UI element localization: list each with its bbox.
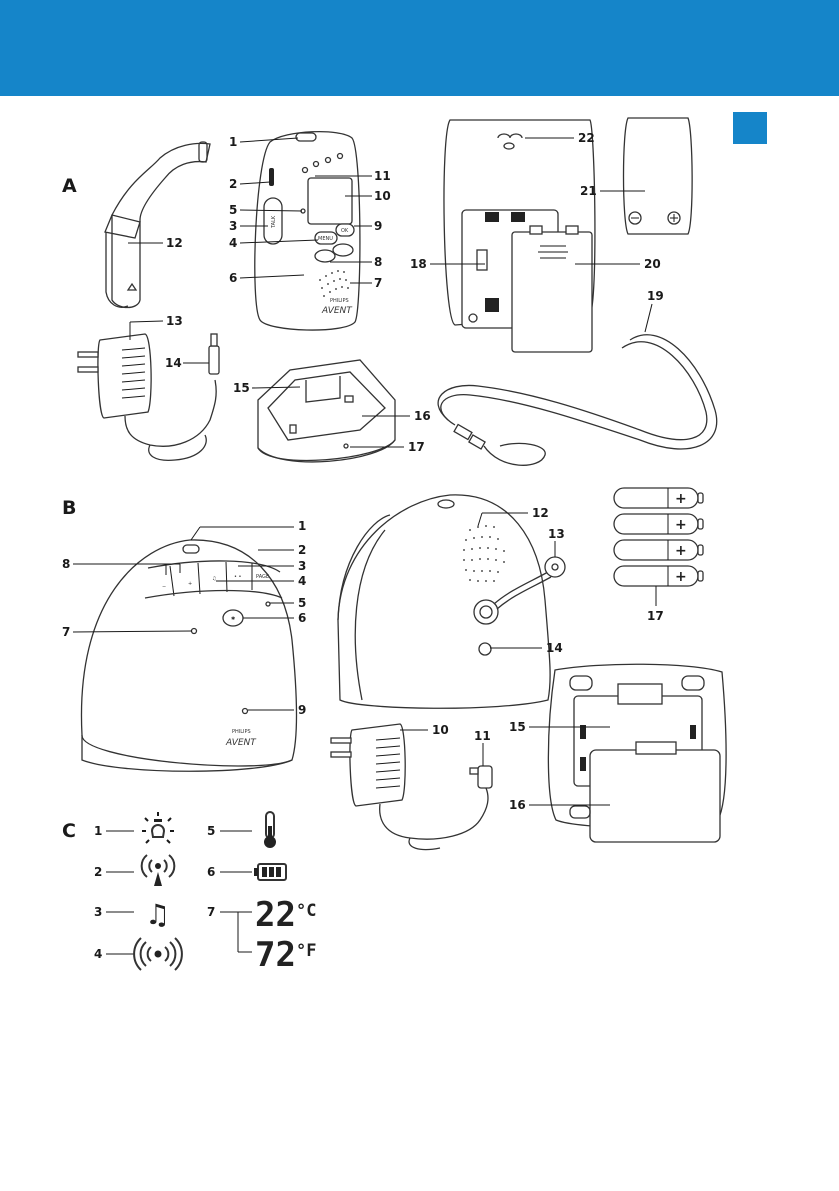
parent-unit-icon	[142, 855, 175, 886]
label-a-9: 9	[374, 219, 382, 233]
svg-text:+: +	[188, 581, 192, 587]
label-c-6: 6	[207, 865, 215, 879]
label-a-21: 21	[580, 184, 597, 198]
label-b-4: 4	[298, 574, 306, 588]
adapter-b-drawing	[331, 724, 492, 850]
svg-text:• •: • •	[234, 574, 242, 580]
label-a-11: 11	[374, 169, 391, 183]
label-a-2: 2	[229, 177, 237, 191]
parent-unit-drawing: TALK MENU OK PHILIPS AVENT	[255, 132, 360, 330]
label-a-12: 12	[166, 236, 183, 250]
baby-unit-icon	[134, 938, 182, 970]
label-c-4: 4	[94, 947, 102, 961]
label-a-5: 5	[229, 203, 237, 217]
battery-pack-drawing	[624, 118, 693, 234]
label-b-12: 12	[532, 506, 549, 520]
baby-brand-label: PHILIPS	[232, 729, 251, 735]
label-b-13: 13	[548, 527, 565, 541]
label-b-7: 7	[62, 625, 70, 639]
label-c-3: 3	[94, 905, 102, 919]
label-b-8: 8	[62, 557, 70, 571]
svg-text:−: −	[162, 584, 166, 590]
label-c-2: 2	[94, 865, 102, 879]
label-b-14: 14	[546, 641, 563, 655]
section-label-a: A	[62, 175, 77, 197]
label-a-1: 1	[229, 135, 237, 149]
fahrenheit-value: 72	[255, 935, 296, 975]
baby-logo: AVENT	[225, 738, 257, 748]
label-c-7: 7	[207, 905, 215, 919]
thermometer-icon	[264, 812, 276, 848]
label-b-11: 11	[474, 729, 491, 743]
label-b-1: 1	[298, 519, 306, 533]
label-a-13: 13	[166, 314, 183, 328]
label-a-20: 20	[644, 257, 661, 271]
label-b-2: 2	[298, 543, 306, 557]
label-b-15: 15	[509, 720, 526, 734]
label-a-22: 22	[578, 131, 595, 145]
label-a-15: 15	[233, 381, 250, 395]
baby-unit-back-drawing	[338, 495, 565, 708]
celsius-unit: °C	[296, 901, 316, 921]
label-a-19: 19	[647, 289, 664, 303]
label-a-16: 16	[414, 409, 431, 423]
belt-clip-drawing	[105, 142, 210, 308]
label-b-6: 6	[298, 611, 306, 625]
section-label-c: C	[62, 820, 76, 842]
legend-c: 1 2 3 ♫ 4	[94, 812, 316, 975]
lullaby-icon: ♫	[145, 898, 170, 931]
adapter-a-drawing	[78, 334, 219, 460]
lanyard-drawing	[438, 335, 717, 466]
label-b-17: 17	[647, 609, 664, 623]
battery-cover-drawing	[512, 226, 592, 352]
ok-button-label: OK	[341, 228, 349, 234]
label-a-10: 10	[374, 189, 391, 203]
label-a-7: 7	[374, 276, 382, 290]
svg-text:♫: ♫	[212, 576, 216, 582]
parent-brand-label: PHILIPS	[330, 298, 349, 304]
label-b-10: 10	[432, 723, 449, 737]
section-label-b: B	[62, 497, 76, 519]
aa-batteries-drawing: + + + +	[614, 488, 703, 586]
label-a-3: 3	[229, 219, 237, 233]
label-a-14: 14	[165, 356, 182, 370]
label-c-1: 1	[94, 824, 102, 838]
svg-text:+: +	[675, 491, 687, 507]
fahrenheit-unit: °F	[296, 941, 316, 961]
svg-text:+: +	[675, 569, 687, 585]
temperature-display-icon: 22 °C 72 °F	[255, 895, 316, 975]
page-button-label: PAGE	[256, 574, 269, 580]
svg-text:+: +	[675, 543, 687, 559]
label-a-4: 4	[229, 236, 237, 250]
battery-icon	[254, 864, 286, 880]
label-b-9: 9	[298, 703, 306, 717]
menu-button-label: MENU	[318, 236, 333, 242]
label-b-16: 16	[509, 798, 526, 812]
svg-text:+: +	[675, 517, 687, 533]
baby-unit-front-drawing: − + ♫ • • PAGE ✱ PHILIPS AVENT	[81, 540, 296, 771]
celsius-value: 22	[255, 895, 296, 935]
label-a-8: 8	[374, 255, 382, 269]
label-a-18: 18	[410, 257, 427, 271]
label-b-5: 5	[298, 596, 306, 610]
label-a-6: 6	[229, 271, 237, 285]
label-c-5: 5	[207, 824, 215, 838]
talk-button-label: TALK	[271, 215, 277, 229]
parent-logo: AVENT	[321, 306, 353, 316]
night-light-icon	[142, 812, 174, 843]
label-a-17: 17	[408, 440, 425, 454]
label-b-3: 3	[298, 559, 306, 573]
baby-unit-bottom-drawing	[548, 664, 726, 842]
